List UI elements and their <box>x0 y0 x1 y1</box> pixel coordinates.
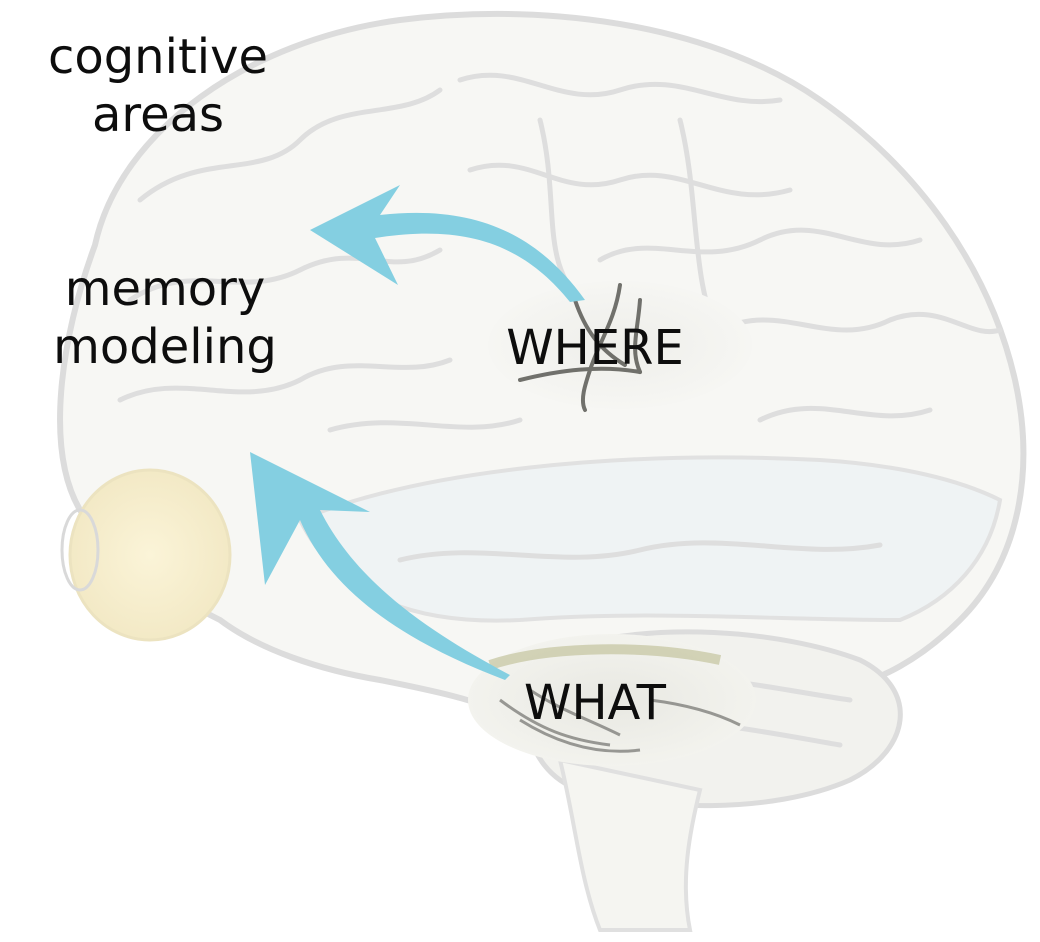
brain-illustration <box>60 14 1023 930</box>
memory-line2: modeling <box>40 318 290 376</box>
what-label: WHAT <box>505 674 685 732</box>
memory-modeling-label: memory modeling <box>40 260 290 376</box>
cognitive-areas-label: cognitive areas <box>40 28 276 144</box>
brain-stem <box>560 760 700 930</box>
cognitive-line2: areas <box>40 86 276 144</box>
cognitive-line1: cognitive <box>40 28 276 86</box>
memory-line1: memory <box>40 260 290 318</box>
eye <box>70 470 230 640</box>
where-label: WHERE <box>495 319 695 377</box>
